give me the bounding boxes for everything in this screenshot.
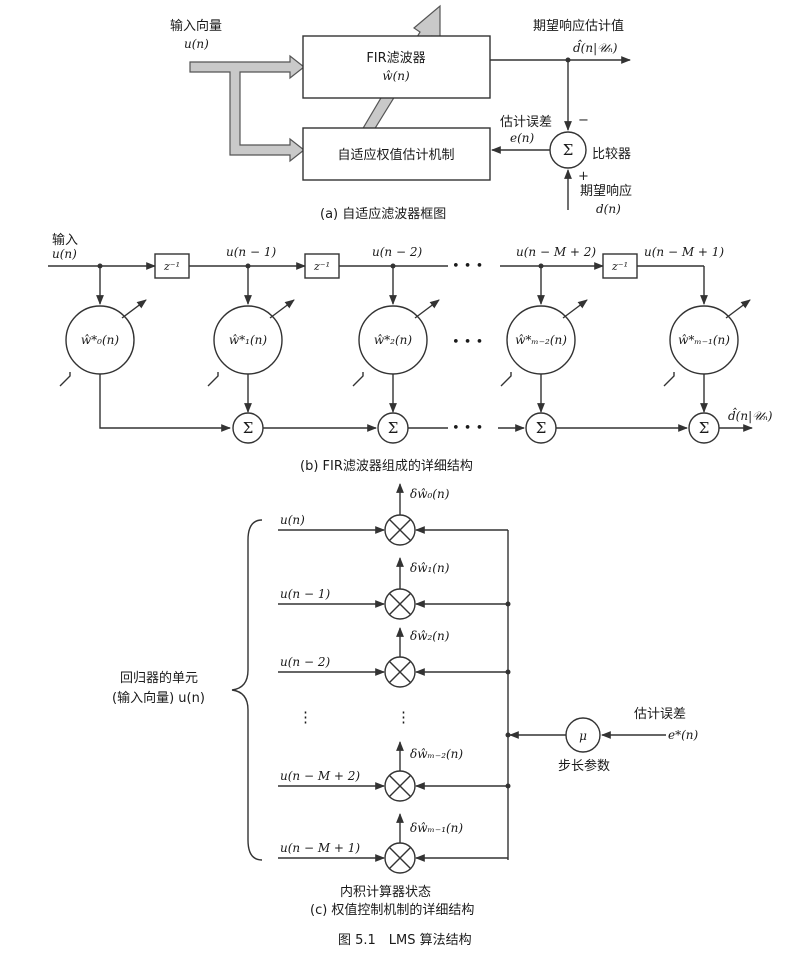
comparator-minus-sign: − xyxy=(578,113,589,128)
panel-b: 输入 u(n) z⁻¹ z⁻¹ • • • z⁻¹ u(n − 1) u(n −… xyxy=(48,232,773,474)
multiplier-input-2: u(n − 2) xyxy=(280,655,330,669)
input-vector-var: u(n) xyxy=(184,37,209,51)
multiplier-input-4: u(n − M + 1) xyxy=(280,841,360,855)
multiplier-row-m2: u(n − M + 2) δŵₘ₋₂(n) xyxy=(278,741,511,802)
multiplier-input-1: u(n − 1) xyxy=(280,587,330,601)
delay-box-1 xyxy=(154,253,190,279)
delay-box-2-label: z⁻¹ xyxy=(313,260,330,273)
input-vector-label: 输入向量 xyxy=(170,18,222,34)
weight-node-4: ŵ*ₘ₋₁(n) xyxy=(663,299,751,387)
output-label: 期望响应估计值 xyxy=(533,18,624,34)
fir-filter-weight-var: ŵ(n) xyxy=(382,69,410,83)
weight-node-1: ŵ*₁(n) xyxy=(207,299,295,387)
fir-filter-title: FIR滤波器 xyxy=(366,51,425,66)
multiplier-input-0: u(n) xyxy=(280,513,305,527)
panel-b-caption: (b) FIR滤波器组成的详细结构 xyxy=(300,458,473,474)
regressor-label-line2: (输入向量) u(n) xyxy=(112,690,205,706)
weight-node-2: ŵ*₂(n) xyxy=(352,299,440,387)
multiplier-delta-3: δŵₘ₋₂(n) xyxy=(410,747,463,761)
comparator-plus-sign: + xyxy=(578,169,589,184)
regressor-label-line1: 回归器的单元 xyxy=(120,670,198,686)
comparator-sum-symbol: Σ xyxy=(563,141,574,159)
fir-filter-box xyxy=(302,35,491,99)
multiplier-input-3: u(n − M + 2) xyxy=(280,769,360,783)
multiplier-row-1: u(n − 1) δŵ₁(n) xyxy=(278,557,511,620)
output-var: d̂(n|𝒰ₙ) xyxy=(573,38,618,55)
sum-node-4-symbol: Σ xyxy=(699,419,710,437)
panel-c-error-var: e*(n) xyxy=(668,728,699,742)
mu-junction-dot xyxy=(505,732,511,738)
panel-b-input-label: 输入 xyxy=(52,232,78,248)
panel-c-error-label: 估计误差 xyxy=(634,707,686,722)
sum-node-1-symbol: Σ xyxy=(243,419,254,437)
sum-row-ellipsis: • • • xyxy=(452,421,483,436)
tap-label-4: u(n − M + 1) xyxy=(644,245,724,259)
multiplier-row-0: u(n) δŵ₀(n) xyxy=(278,483,508,546)
input-vector-arrow-upper xyxy=(189,54,305,163)
weight-node-3: ŵ*ₘ₋₂(n) xyxy=(500,299,588,387)
multiplier-row-m1: u(n − M + 1) δŵₘ₋₁(n) xyxy=(278,813,508,874)
inner-product-label: 内积计算器状态 xyxy=(340,884,431,900)
figure-caption: 图 5.1 LMS 算法结构 xyxy=(338,933,472,948)
panel-c-caption: (c) 权值控制机制的详细结构 xyxy=(310,902,474,918)
weight-node-0: ŵ*₀(n) xyxy=(59,299,147,387)
multiplier-delta-2: δŵ₂(n) xyxy=(410,629,450,643)
tap-label-2: u(n − 2) xyxy=(372,245,422,259)
panel-a-caption: (a) 自适应滤波器框图 xyxy=(320,206,446,222)
delay-box-3-label: z⁻¹ xyxy=(611,260,628,273)
mu-symbol: μ xyxy=(579,729,587,743)
adaptive-weight-title: 自适应权值估计机制 xyxy=(337,147,454,163)
multiplier-delta-0: δŵ₀(n) xyxy=(410,487,450,501)
sum-node-2-symbol: Σ xyxy=(388,419,399,437)
tap-label-1: u(n − 1) xyxy=(226,245,276,259)
adaptive-weight-box xyxy=(302,127,491,181)
panel-a: FIR滤波器 ŵ(n) 自适应权值估计机制 输入向量 u(n) 期望响应估计值 … xyxy=(170,4,632,222)
weight-label-1: ŵ*₁(n) xyxy=(229,333,267,347)
delta-vdots: ⋮ xyxy=(396,708,411,726)
input-vdots: ⋮ xyxy=(298,708,313,726)
weight-label-4: ŵ*ₘ₋₁(n) xyxy=(678,333,730,347)
weight-label-3: ŵ*ₘ₋₂(n) xyxy=(515,333,567,347)
weight-label-0: ŵ*₀(n) xyxy=(81,333,119,347)
weight-row-ellipsis: • • • xyxy=(452,335,483,350)
desired-response-label: 期望响应 xyxy=(580,183,632,199)
desired-response-var: d(n) xyxy=(596,202,621,216)
error-label: 估计误差 xyxy=(500,115,552,130)
tap-label-3: u(n − M + 2) xyxy=(516,245,596,259)
weight-label-2: ŵ*₂(n) xyxy=(374,333,412,347)
multiplier-delta-1: δŵ₁(n) xyxy=(410,561,450,575)
error-var: e(n) xyxy=(510,131,535,145)
multiplier-delta-4: δŵₘ₋₁(n) xyxy=(410,821,463,835)
delay-box-1-label: z⁻¹ xyxy=(163,260,180,273)
multiplier-row-2: u(n − 2) δŵ₂(n) xyxy=(278,627,511,688)
regressor-brace xyxy=(231,519,263,861)
mu-circle xyxy=(565,717,601,753)
panel-c: 回归器的单元 (输入向量) u(n) u(n) δŵ₀(n) u(n − 1) … xyxy=(112,483,699,918)
sum-node-3-symbol: Σ xyxy=(536,419,547,437)
step-size-label: 步长参数 xyxy=(558,758,610,774)
panel-b-input-var: u(n) xyxy=(52,247,77,261)
filter-output-var: d̂(n|𝒰ₙ) xyxy=(728,406,773,423)
weight-0-to-sum xyxy=(99,374,231,432)
delay-line-ellipsis: • • • xyxy=(452,259,483,274)
comparator-label: 比较器 xyxy=(592,147,631,162)
